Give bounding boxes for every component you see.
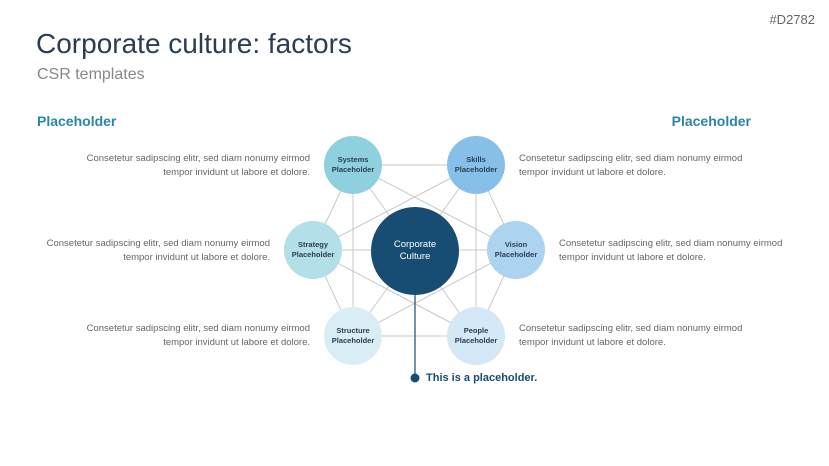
node-label: Systems Placeholder — [331, 155, 375, 174]
node-label: Skills Placeholder — [454, 155, 498, 174]
strategy-description: Consetetur sadipscing elitr, sed diam no… — [46, 238, 270, 263]
node-skills: Skills Placeholder — [447, 136, 505, 194]
slide-code: #D2782 — [769, 12, 815, 27]
node-label: Strategy Placeholder — [291, 240, 335, 259]
center-label: Corporate Culture — [393, 239, 437, 262]
connector-line — [312, 164, 477, 251]
node-structure: Structure Placeholder — [324, 307, 382, 365]
connector-line — [352, 249, 517, 337]
node-strategy: Strategy Placeholder — [284, 221, 342, 279]
node-systems: Systems Placeholder — [324, 136, 382, 194]
vision-description: Consetetur sadipscing elitr, sed diam no… — [559, 238, 783, 263]
people-description: Consetetur sadipscing elitr, sed diam no… — [519, 323, 743, 348]
node-label: Structure Placeholder — [331, 326, 375, 345]
left-heading: Placeholder — [37, 113, 117, 129]
structure-description: Consetetur sadipscing elitr, sed diam no… — [86, 323, 310, 348]
callout-dot — [410, 373, 420, 383]
connector-line — [312, 249, 477, 337]
connector-line — [352, 164, 517, 251]
page-title: Corporate culture: factors — [36, 28, 352, 59]
node-label: People Placeholder — [454, 326, 498, 345]
node-people: People Placeholder — [447, 307, 505, 365]
callout-text: This is a placeholder. — [426, 372, 538, 384]
skills-description: Consetetur sadipscing elitr, sed diam no… — [519, 153, 743, 178]
node-label: Vision Placeholder — [494, 240, 538, 259]
right-heading: Placeholder — [671, 113, 751, 129]
systems-description: Consetetur sadipscing elitr, sed diam no… — [86, 153, 310, 178]
node-center: Corporate Culture — [371, 207, 459, 295]
node-vision: Vision Placeholder — [487, 221, 545, 279]
page-subtitle: CSR templates — [37, 66, 145, 83]
